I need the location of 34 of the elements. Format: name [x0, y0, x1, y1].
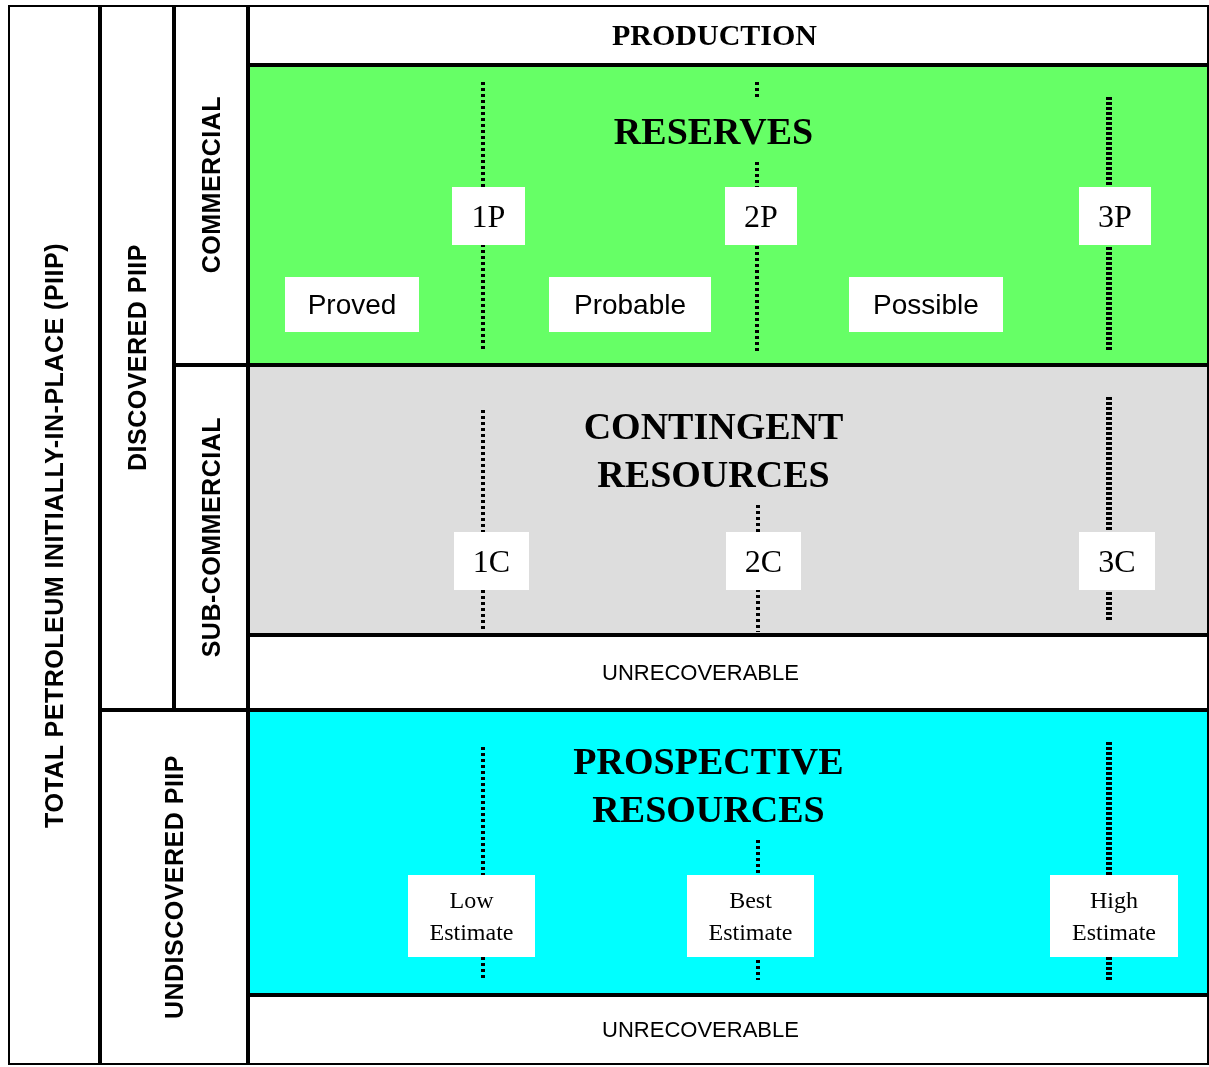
unrecoverable-band [248, 995, 1209, 1065]
column-label: TOTAL PETROLEUM INITIALLY-IN-PLACE (PIIP) [39, 242, 69, 828]
category-column [174, 365, 248, 710]
category-column [174, 5, 248, 365]
category-column [100, 710, 248, 1065]
unrecoverable-band [248, 635, 1209, 710]
estimate-tag: 2C [726, 532, 801, 590]
band-heading: PRODUCTION [611, 17, 818, 53]
estimate-tag: 1C [454, 532, 529, 590]
column-label: COMMERCIAL [196, 96, 226, 274]
estimate-tag: 3P [1079, 187, 1151, 245]
category-tag: Possible [849, 277, 1003, 332]
category-tag: Proved [285, 277, 419, 332]
estimate-tag: 3C [1079, 532, 1155, 590]
estimate-tag: 1P [452, 187, 525, 245]
category-column [8, 5, 100, 1065]
column-label: UNDISCOVERED PIIP [159, 755, 189, 1020]
estimate-tag: 2P [725, 187, 797, 245]
band-heading: UNRECOVERABLE [602, 1017, 799, 1043]
estimate-tag: Best Estimate [687, 875, 814, 957]
estimate-tag: High Estimate [1050, 875, 1178, 957]
category-band [248, 65, 1209, 365]
column-label: DISCOVERED PIIP [122, 244, 152, 471]
band-heading: UNRECOVERABLE [602, 659, 799, 686]
estimate-tag: Low Estimate [408, 875, 535, 957]
category-band [248, 365, 1209, 635]
category-tag: Probable [549, 277, 711, 332]
category-band [248, 710, 1209, 995]
category-column [100, 5, 174, 710]
column-label: SUB-COMMERCIAL [196, 417, 226, 658]
category-band [248, 5, 1209, 65]
band-heading: CONTINGENT RESOURCES [582, 404, 845, 497]
band-heading: PROSPECTIVE RESOURCES [572, 739, 845, 832]
band-heading: RESERVES [612, 109, 815, 154]
